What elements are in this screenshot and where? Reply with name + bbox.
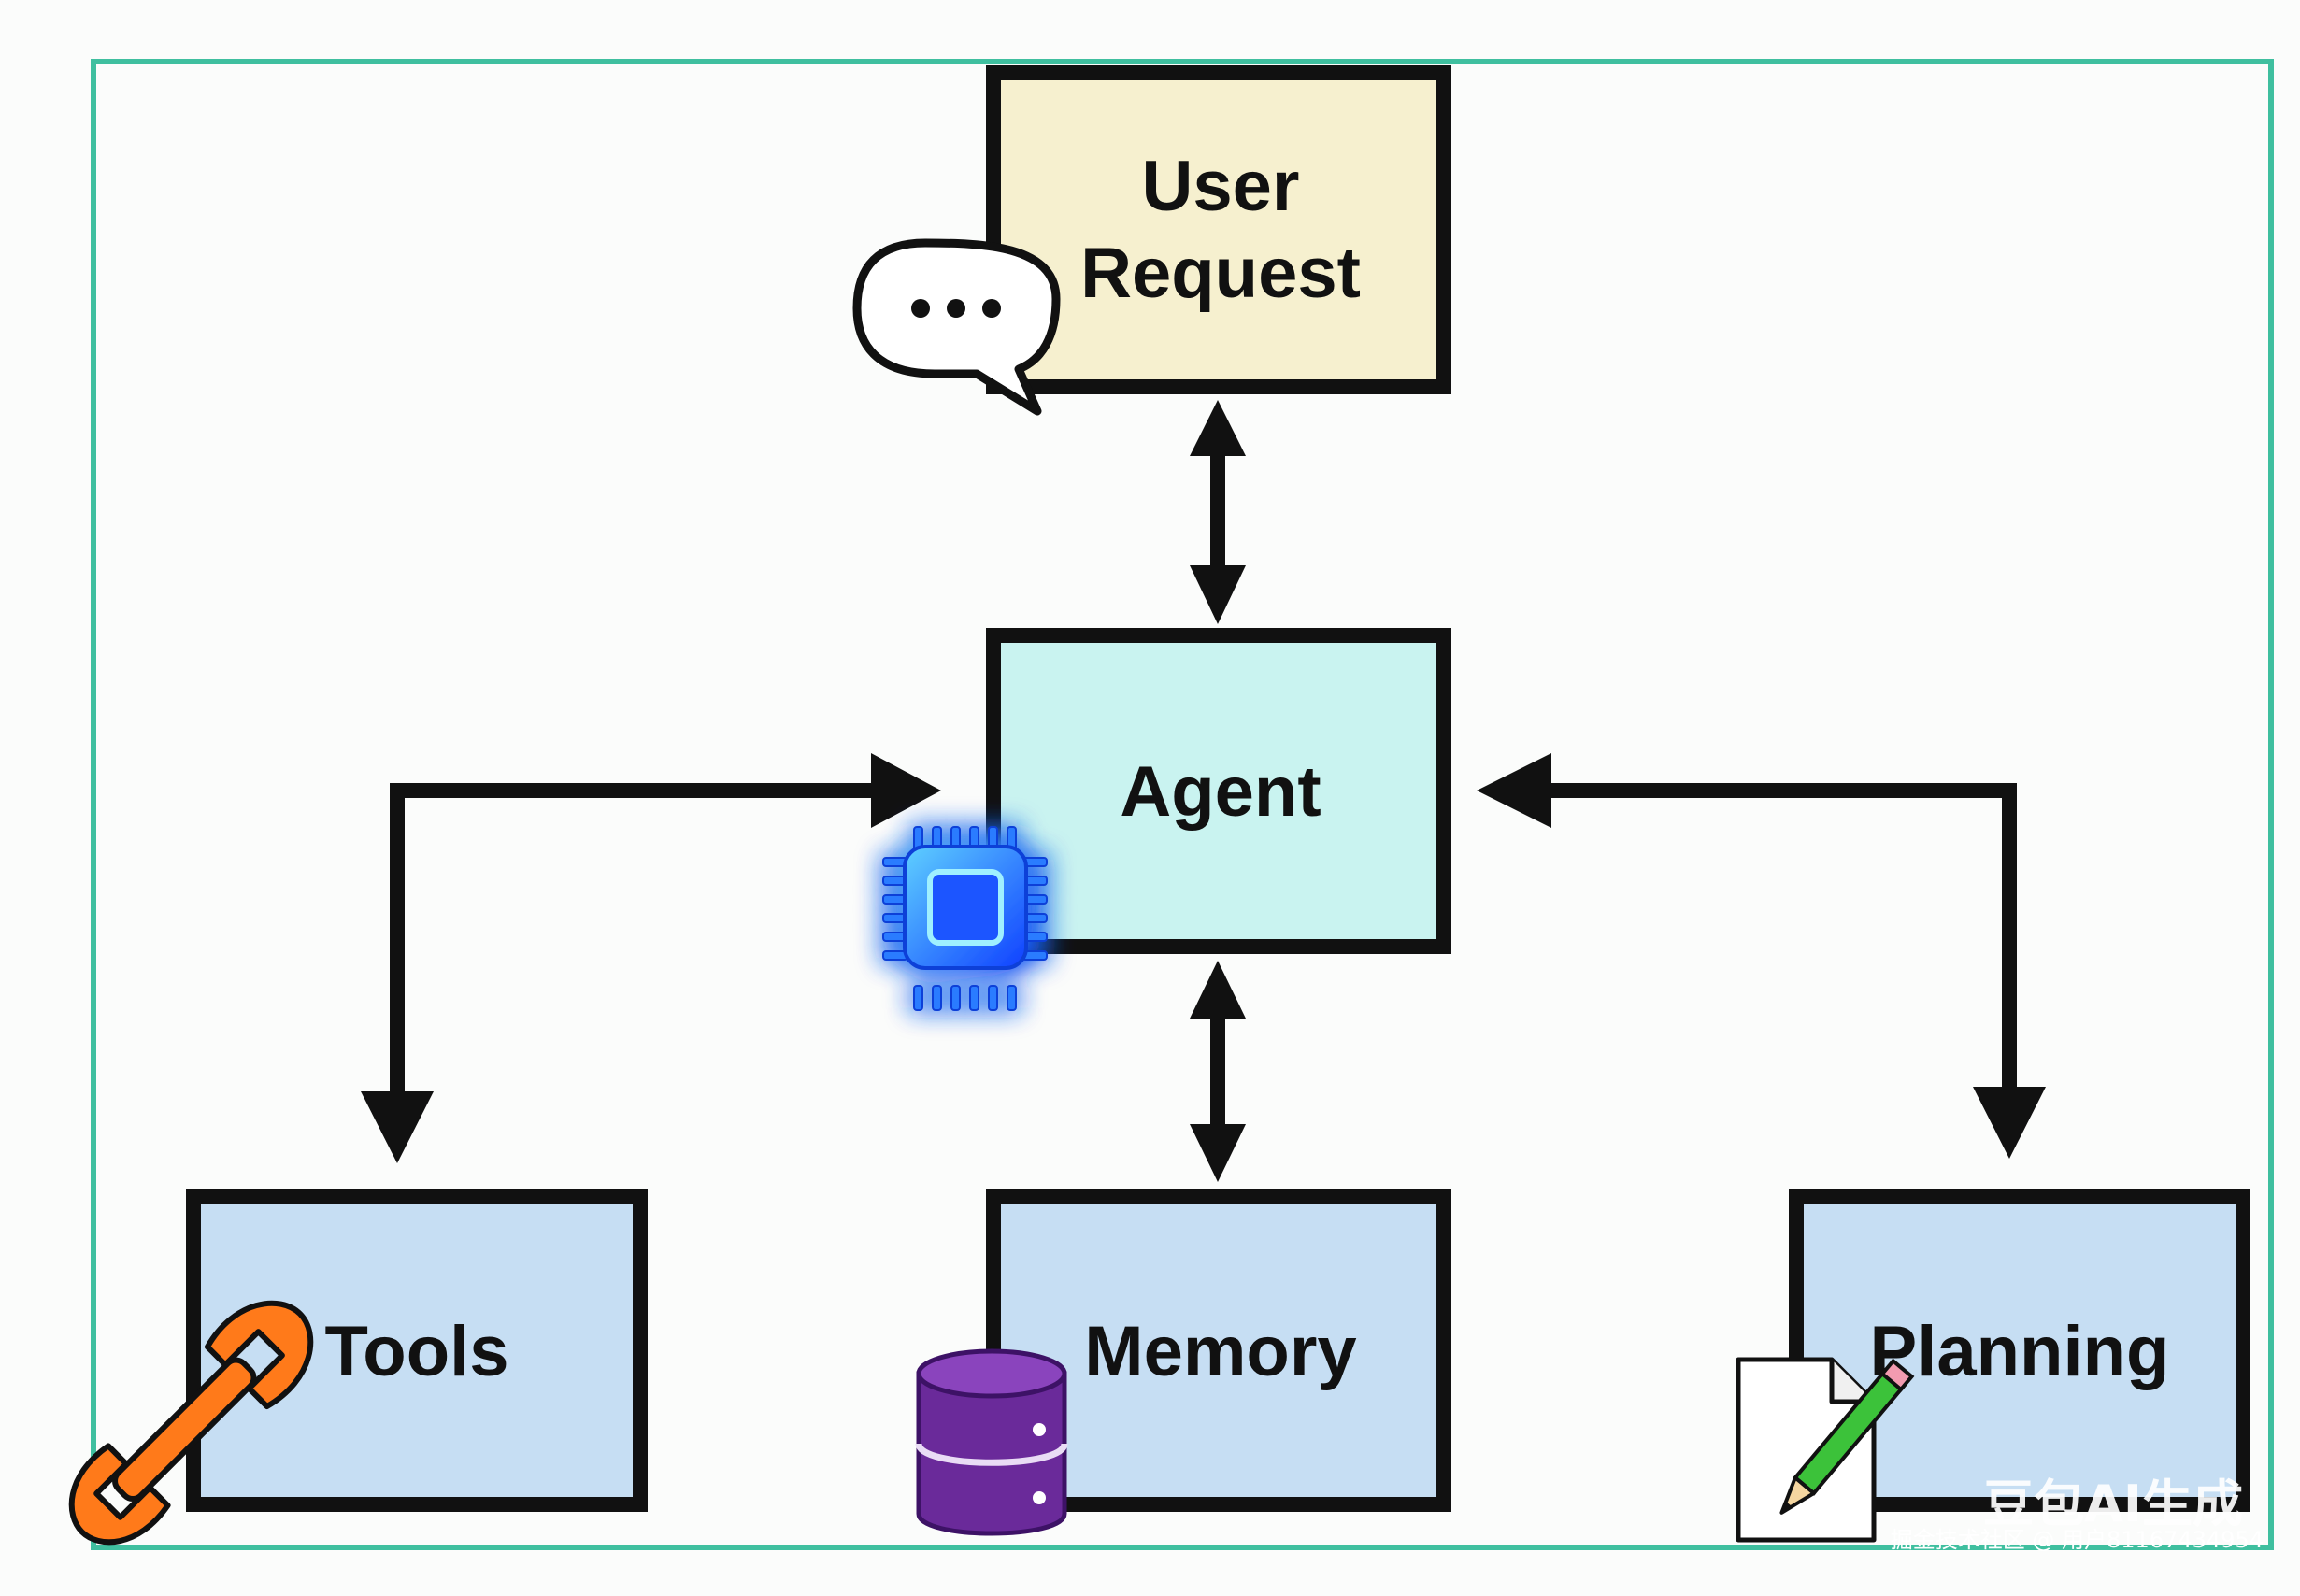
tools-label: Tools [324,1312,508,1391]
node-memory: Memory [986,1189,1451,1512]
watermark-caption: 掘金技术社区 @ 用户81167434954 [1891,1527,2264,1553]
database-icon [915,1348,1068,1536]
planning-label: Planning [1870,1312,2170,1391]
arrow-agent-planning [1477,753,2046,1159]
arrow-agent-tools [361,753,941,1163]
memory-box [986,1189,1451,1512]
agent-box [986,628,1451,954]
tools-box [186,1189,648,1512]
wrench-icon [68,1300,314,1546]
diagram-frame [91,59,2274,1550]
chip-icon [882,826,1048,1011]
arrow-user-agent [1190,400,1246,624]
node-agent: Agent [986,628,1451,954]
arrow-agent-memory [1190,961,1246,1182]
user-request-label-line2: Request [1080,234,1361,313]
user-request-label-line1: User [1142,147,1300,226]
watermark-logo: 豆包AI生成 [1983,1475,2243,1533]
memory-label: Memory [1084,1312,1356,1391]
document-pencil-icon [1736,1357,1915,1543]
node-tools: Tools [186,1189,648,1512]
node-user-request: User Request [986,65,1451,394]
agent-label: Agent [1120,752,1321,832]
user-request-box [986,65,1451,394]
watermark: 豆包AI生成 掘金技术社区 @ 用户81167434954 [1891,1475,2264,1553]
connectors [361,400,2046,1182]
speech-bubble-icon [852,238,1061,416]
